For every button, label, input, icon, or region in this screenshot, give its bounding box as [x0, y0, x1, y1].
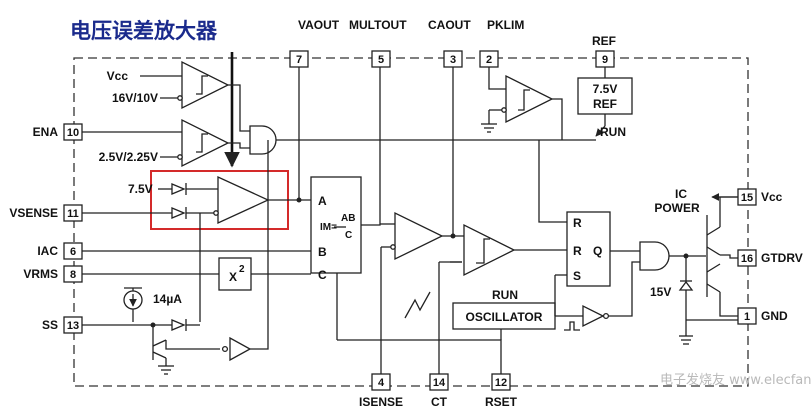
label-run-top: RUN — [600, 125, 626, 139]
soft-start — [82, 140, 269, 375]
label-oscillator: OSCILLATOR — [466, 310, 543, 324]
label-ss: SS — [42, 318, 58, 332]
pin-3: 3 — [450, 54, 456, 66]
label-isense: ISENSE — [359, 395, 403, 409]
label-zener: 15V — [650, 285, 671, 299]
label-vaout: VAOUT — [298, 18, 340, 32]
oscillator-block — [452, 302, 583, 340]
osc-inverter — [582, 261, 640, 328]
voltage-error-amplifier — [82, 67, 311, 322]
pin-10: 10 — [67, 127, 79, 139]
label-vref-7v5: 7.5V — [128, 182, 153, 196]
enable-and-gate — [228, 84, 596, 155]
label-uvlo: 16V/10V — [112, 91, 158, 105]
pin-14: 14 — [433, 377, 446, 389]
uvlo-comparator — [140, 60, 230, 110]
label-ref: REF — [592, 34, 616, 48]
square-x: X — [229, 270, 237, 284]
pin-13: 13 — [67, 320, 79, 332]
squarer-block — [82, 257, 252, 291]
pin-12: 12 — [495, 377, 507, 389]
label-ena: ENA — [33, 125, 59, 139]
watermark: 电子发烧友 www.elecfans.com — [660, 372, 812, 388]
pin-4: 4 — [378, 377, 385, 389]
output-stage — [678, 193, 738, 345]
rs-latch — [554, 211, 640, 316]
pin-16: 16 — [741, 253, 753, 265]
right-pins: 15 16 1 — [737, 188, 757, 325]
label-pklim: PKLIM — [487, 18, 524, 32]
label-ena-threshold: 2.5V/2.25V — [99, 150, 158, 164]
square-exp: 2 — [239, 264, 245, 275]
pin-5: 5 — [378, 54, 384, 66]
mult-eq-num: AB — [341, 213, 355, 224]
ref-box-line1: 7.5V — [593, 82, 618, 96]
label-power: POWER — [654, 201, 700, 215]
mult-eq-lhs: IM= — [320, 222, 337, 233]
label-gnd: GND — [761, 309, 788, 323]
label-rset: RSET — [485, 395, 518, 409]
label-multout: MULTOUT — [349, 18, 407, 32]
label-vcc-internal: Vcc — [107, 69, 129, 83]
pin-15: 15 — [741, 192, 753, 204]
reference-block — [577, 67, 633, 137]
mult-input-c: C — [318, 268, 327, 282]
label-vcc-pin: Vcc — [761, 190, 783, 204]
mult-eq-den: C — [345, 230, 352, 241]
latch-s: S — [573, 269, 581, 283]
annotation-title: 电压误差放大器 — [70, 19, 218, 43]
multiplier-block — [82, 67, 381, 275]
pin-11: 11 — [67, 208, 79, 220]
label-caout: CAOUT — [428, 18, 471, 32]
latch-r2: R — [573, 244, 582, 258]
label-ct: CT — [431, 395, 448, 409]
mult-input-a: A — [318, 194, 327, 208]
pin-6: 6 — [70, 246, 76, 258]
pin-1: 1 — [744, 311, 750, 323]
label-ss-current: 14µA — [153, 292, 182, 306]
label-iac: IAC — [37, 244, 58, 258]
pin-2: 2 — [486, 54, 492, 66]
latch-r1: R — [573, 216, 582, 230]
ena-comparator — [82, 118, 230, 168]
top-pins: 7 5 3 2 9 — [289, 50, 615, 68]
label-gtdrv: GTDRV — [761, 251, 803, 265]
pin-7: 7 — [296, 54, 302, 66]
label-vsense: VSENSE — [9, 206, 58, 220]
pklim-comparator — [481, 67, 567, 223]
label-vrms: VRMS — [23, 267, 58, 281]
pin-8: 8 — [70, 269, 76, 281]
pin-9: 9 — [602, 54, 608, 66]
label-ic: IC — [675, 187, 687, 201]
chip-outline — [73, 57, 749, 387]
pwm-comparator — [404, 223, 567, 374]
latch-q: Q — [593, 244, 602, 258]
output-and-gate — [639, 241, 706, 271]
label-run-osc: RUN — [492, 288, 518, 302]
mult-input-b: B — [318, 245, 327, 259]
ref-box-line2: REF — [593, 97, 617, 111]
left-pins: 10 11 6 8 13 — [63, 123, 83, 334]
bottom-pins: 4 14 12 — [371, 373, 511, 391]
